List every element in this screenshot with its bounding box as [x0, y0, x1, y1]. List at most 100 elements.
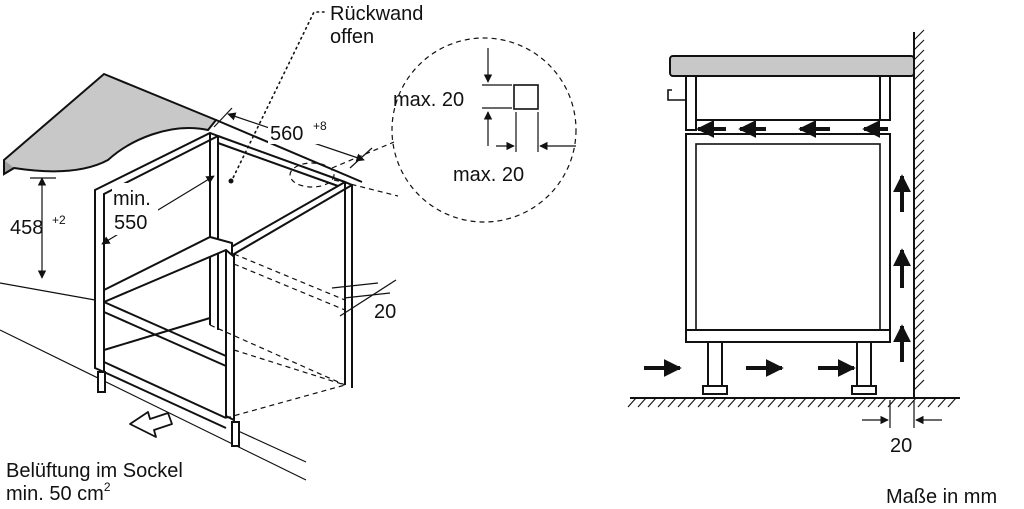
- wall-hatch-line: [913, 109, 925, 121]
- depth-label-bg: [112, 183, 158, 235]
- wall-hatch-line: [913, 199, 925, 211]
- floor-hatch-line: [757, 397, 767, 408]
- detail-circle-outline: [391, 37, 577, 223]
- width-ext-right: [349, 147, 373, 169]
- wall-hatch-line: [913, 139, 925, 151]
- wall-hatch-line: [913, 339, 925, 351]
- shelf-dashed-back: [233, 253, 346, 301]
- side-gap-ext-1: [331, 282, 379, 289]
- upper-rail: [685, 75, 697, 131]
- wall-hatch-line: [913, 269, 925, 281]
- width-tolerance: +8: [313, 119, 327, 133]
- floor-hatch-line: [807, 397, 817, 408]
- wall-hatch-line: [913, 49, 925, 61]
- floor-hatch-line: [707, 397, 717, 408]
- floor-hatch-line: [657, 397, 667, 408]
- wall-hatch-line: [913, 169, 925, 181]
- wall-hatch-line: [913, 79, 925, 91]
- wall-hatch-line: [913, 119, 925, 131]
- cabinet-shelf: [103, 235, 233, 304]
- wall-hatching: [913, 29, 925, 391]
- width-label-bg: [268, 118, 338, 144]
- rear-wall-leader-dot: [228, 178, 234, 184]
- wall-hatch-line: [913, 359, 925, 371]
- floor-hatch-line: [877, 397, 887, 408]
- floor-hatch-line: [927, 397, 937, 408]
- plinth-top: [103, 317, 211, 351]
- rear-wall-leader: [231, 11, 325, 181]
- ventilation-line1: Belüftung im Sockel: [6, 460, 183, 482]
- worktop: [3, 72, 218, 176]
- floor-hatch-line: [747, 397, 757, 408]
- wall-hatch-line: [913, 229, 925, 241]
- width-value: 560: [270, 123, 303, 145]
- detail-top-label: max. 20: [393, 89, 464, 111]
- upper-rail-right: [879, 75, 891, 121]
- wall-hatch-line: [913, 239, 925, 251]
- floor-hatch-line: [907, 397, 917, 408]
- wall-hatch-line: [913, 189, 925, 201]
- floor-hatch-line: [787, 397, 797, 408]
- floor-hatch-line: [917, 397, 927, 408]
- depth-label-line1: min.: [113, 188, 151, 210]
- wall-hatch-line: [913, 319, 925, 331]
- shelf-dashed-back-2: [233, 263, 346, 311]
- rear-wall-label-line1: Rückwand: [330, 3, 423, 25]
- wall-hatch-line: [913, 289, 925, 301]
- floor-hatch-line: [887, 397, 897, 408]
- ventilation-arrow-icon: [129, 411, 173, 438]
- floor-line-right: [235, 429, 307, 463]
- floor-hatch-line: [697, 397, 707, 408]
- floor-hatch-line: [687, 397, 697, 408]
- detail-marker: [289, 162, 335, 188]
- foot-right: [231, 421, 240, 447]
- wall-hatch-line: [913, 209, 925, 221]
- ventilation-line2: min. 50 cm2: [6, 480, 111, 505]
- wall-hatch-line: [913, 369, 925, 381]
- floor-hatch-line: [847, 397, 857, 408]
- depth-label-line2: 550: [114, 212, 147, 234]
- floor-hatch-line: [637, 397, 647, 408]
- cabinet-body-inner: [695, 143, 881, 331]
- wall-hatch-line: [913, 259, 925, 271]
- foot-right-base: [851, 385, 877, 395]
- floor-line-lower: [0, 329, 307, 481]
- floor-hatch-line: [867, 397, 877, 408]
- detail-profile: [513, 84, 539, 110]
- right-section-view: 20 Maße in mm: [627, 29, 997, 508]
- wall-hatch-line: [913, 129, 925, 141]
- detail-bottom-label: max. 20: [453, 164, 524, 186]
- floor-hatch-line: [627, 397, 637, 408]
- foot-right: [856, 341, 872, 387]
- floor-hatch-line: [857, 397, 867, 408]
- floor-hatch-line: [837, 397, 847, 408]
- floor-hatch-line: [647, 397, 657, 408]
- side-gap-dim: [339, 279, 397, 317]
- wall-hatch-line: [913, 89, 925, 101]
- worktop-section: [669, 55, 915, 77]
- wall-hatch-line: [913, 329, 925, 341]
- left-isometric-view: 458 +2 min. 550 560 +8 Rückwand offen 20…: [0, 3, 423, 505]
- wall-gap-value: 20: [890, 435, 912, 457]
- wall-hatch-line: [913, 39, 925, 51]
- plinth-front: [103, 361, 227, 419]
- floor-hatch-line: [677, 397, 687, 408]
- wall-hatch-line: [913, 59, 925, 71]
- floor-hatch-line: [937, 397, 947, 408]
- plinth-front-2: [103, 371, 227, 429]
- wall-hatch-line: [913, 349, 925, 361]
- wall-hatch-line: [913, 159, 925, 171]
- plinth-dashed-3: [233, 349, 346, 386]
- wall-hatch-line: [913, 149, 925, 161]
- wall-hatch-line: [913, 179, 925, 191]
- wall-hatch-line: [913, 99, 925, 111]
- floor-hatch-line: [717, 397, 727, 408]
- wall-hatch-line: [913, 69, 925, 81]
- floor-hatch-line: [897, 397, 907, 408]
- units-note: Maße in mm: [886, 486, 997, 508]
- side-gap-ext-2: [343, 292, 391, 299]
- ventilation-line2-text: min. 50 cm: [6, 483, 104, 505]
- floor-hatch-line: [827, 397, 837, 408]
- floor-hatch-line: [947, 397, 957, 408]
